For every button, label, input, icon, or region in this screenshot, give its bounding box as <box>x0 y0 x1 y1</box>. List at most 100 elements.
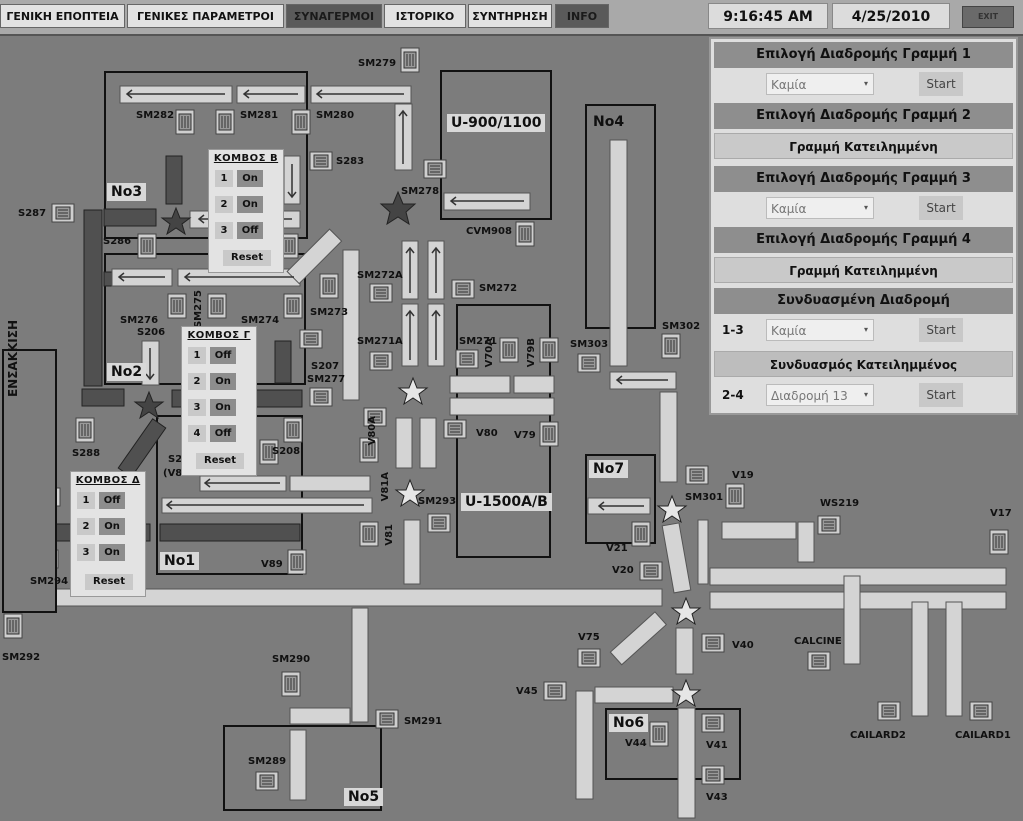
tab-alarms[interactable]: ΣΥΝΑΓΕΡΜΟΙ <box>286 4 382 28</box>
line2-title: Επιλογή Διαδρομής Γραμμή 2 <box>714 103 1013 129</box>
line3-start-button[interactable]: Start <box>919 196 963 220</box>
label-v41: V41 <box>706 740 728 751</box>
line1-select-value: Καμία <box>771 78 807 92</box>
chevron-down-icon: ▾ <box>863 203 868 212</box>
label-ws219: WS219 <box>820 498 860 509</box>
line1-route-select[interactable]: Καμία▾ <box>766 73 874 95</box>
label-sm289: SM289 <box>248 756 287 767</box>
knode-g-num-1: 1 <box>188 347 206 364</box>
combo-busy-title: Συνδυασμός Κατειλημμένος <box>714 351 1013 377</box>
label-v79b: V79B <box>526 338 537 368</box>
chevron-down-icon: ▾ <box>863 390 868 399</box>
knode-d-num-2: 2 <box>77 518 95 535</box>
knode-b-title: ΚΟΜΒΟΣ Β <box>213 153 279 164</box>
area-no2-label: No2 <box>107 363 147 381</box>
knode-d-reset-button[interactable]: Reset <box>85 574 133 590</box>
label-sm302: SM302 <box>662 321 701 332</box>
label-sm274: SM274 <box>241 315 280 326</box>
combo-busy-select-value: Διαδρομή 13 <box>771 389 848 403</box>
knode-d-state-3[interactable]: On <box>99 544 125 561</box>
label-v80: V80 <box>476 428 498 439</box>
label-v19: V19 <box>732 470 754 481</box>
label-v44: V44 <box>625 738 647 749</box>
tab-general-supervision[interactable]: ΓΕΝΙΚΗ ΕΠΟΠΤΕΙΑ <box>0 4 125 28</box>
area-u900-label: U-900/1100 <box>447 114 546 132</box>
knode-b-state-3[interactable]: Off <box>237 222 263 239</box>
label-sm282: SM282 <box>136 110 175 121</box>
knode-g-reset-button[interactable]: Reset <box>196 453 244 469</box>
label-s207: S207 <box>311 361 340 372</box>
area-no6-label: No6 <box>609 714 649 732</box>
label-s2: S2 <box>168 454 183 465</box>
knode-d-state-2[interactable]: On <box>99 518 125 535</box>
line3-title: Επιλογή Διαδρομής Γραμμή 3 <box>714 166 1013 192</box>
combo-busy-select[interactable]: Διαδρομή 13 ▾ <box>766 384 874 406</box>
label-cailard1: CAILARD1 <box>955 730 1011 741</box>
knode-d-state-1[interactable]: Off <box>99 492 125 509</box>
label-s208: S208 <box>272 446 301 457</box>
knode-g-num-2: 2 <box>188 373 206 390</box>
label-sm275: SM275 <box>193 290 204 329</box>
tab-maintenance[interactable]: ΣΥΝΤΗΡΗΣΗ <box>468 4 552 28</box>
knode-g-state-3[interactable]: On <box>210 399 236 416</box>
line1-start-button[interactable]: Start <box>919 72 963 96</box>
label-v81: V81 <box>384 524 395 546</box>
combo-busy-start-button[interactable]: Start <box>919 383 963 407</box>
knode-d-num-1: 1 <box>77 492 95 509</box>
area-u1500-label: U-1500A/B <box>461 493 552 511</box>
knode-g-num-4: 4 <box>188 425 206 442</box>
line3-route-select[interactable]: Καμία ▾ <box>766 197 874 219</box>
label-sm276: SM276 <box>120 315 159 326</box>
label-sm291: SM291 <box>404 716 443 727</box>
combined-route-select[interactable]: Καμία ▾ <box>766 319 874 341</box>
label-sm290: SM290 <box>272 654 311 665</box>
tab-info[interactable]: INFO <box>555 4 609 28</box>
area-no1-label: No1 <box>160 552 200 570</box>
line4-status: Γραμμή Κατειλημμένη <box>714 257 1013 283</box>
label-v75: V75 <box>578 632 600 643</box>
chevron-down-icon: ▾ <box>863 325 868 334</box>
label-v89: V89 <box>261 559 283 570</box>
label-s287: S287 <box>18 208 47 219</box>
exit-button[interactable]: EXIT <box>962 6 1014 28</box>
label-sm280: SM280 <box>316 110 355 121</box>
label-sm272a: SM272A <box>357 270 403 281</box>
combined-select-value: Καμία <box>771 324 807 338</box>
combo-busy-num: 2-4 <box>722 388 744 402</box>
knode-b-state-1[interactable]: On <box>237 170 263 187</box>
label-s288: S288 <box>72 448 101 459</box>
combined-start-button[interactable]: Start <box>919 318 963 342</box>
label-v8: (V8 <box>163 468 183 479</box>
ensakkisi-label: ΕΝΣΑΚΚΙΣΗ <box>6 320 20 398</box>
label-s286: S286 <box>103 236 132 247</box>
label-sm271: SM271 <box>459 336 498 347</box>
area-no5-label: No5 <box>344 788 384 806</box>
label-v45: V45 <box>516 686 538 697</box>
label-sm271a: SM271A <box>357 336 403 347</box>
label-v81a: V81A <box>380 472 391 502</box>
label-s206: S206 <box>137 327 166 338</box>
label-sm303: SM303 <box>570 339 609 350</box>
label-v17: V17 <box>990 508 1012 519</box>
area-no7-label: No7 <box>589 460 629 478</box>
line3-select-value: Καμία <box>771 202 807 216</box>
tab-general-parameters[interactable]: ΓΕΝΙΚΕΣ ΠΑΡΑΜΕΤΡΟΙ <box>127 4 284 28</box>
ensakkisi-area <box>2 349 57 613</box>
knode-g-state-2[interactable]: On <box>210 373 236 390</box>
label-v70a: V70A <box>484 338 495 368</box>
knode-g-state-1[interactable]: Off <box>210 347 236 364</box>
label-sm273: SM273 <box>310 307 349 318</box>
line4-title: Επιλογή Διαδρομής Γραμμή 4 <box>714 227 1013 253</box>
label-v20: V20 <box>612 565 634 576</box>
knode-b-reset-button[interactable]: Reset <box>223 250 271 266</box>
label-sm281: SM281 <box>240 110 279 121</box>
knode-d-title: ΚΟΜΒΟΣ Δ <box>75 475 141 486</box>
label-sm278: SM278 <box>401 186 440 197</box>
knode-g-state-4[interactable]: Off <box>210 425 236 442</box>
tab-history[interactable]: ΙΣΤΟΡΙΚΟ <box>384 4 466 28</box>
knode-b-state-2[interactable]: On <box>237 196 263 213</box>
area-no4-label: No4 <box>593 114 625 130</box>
label-sm301: SM301 <box>685 492 724 503</box>
